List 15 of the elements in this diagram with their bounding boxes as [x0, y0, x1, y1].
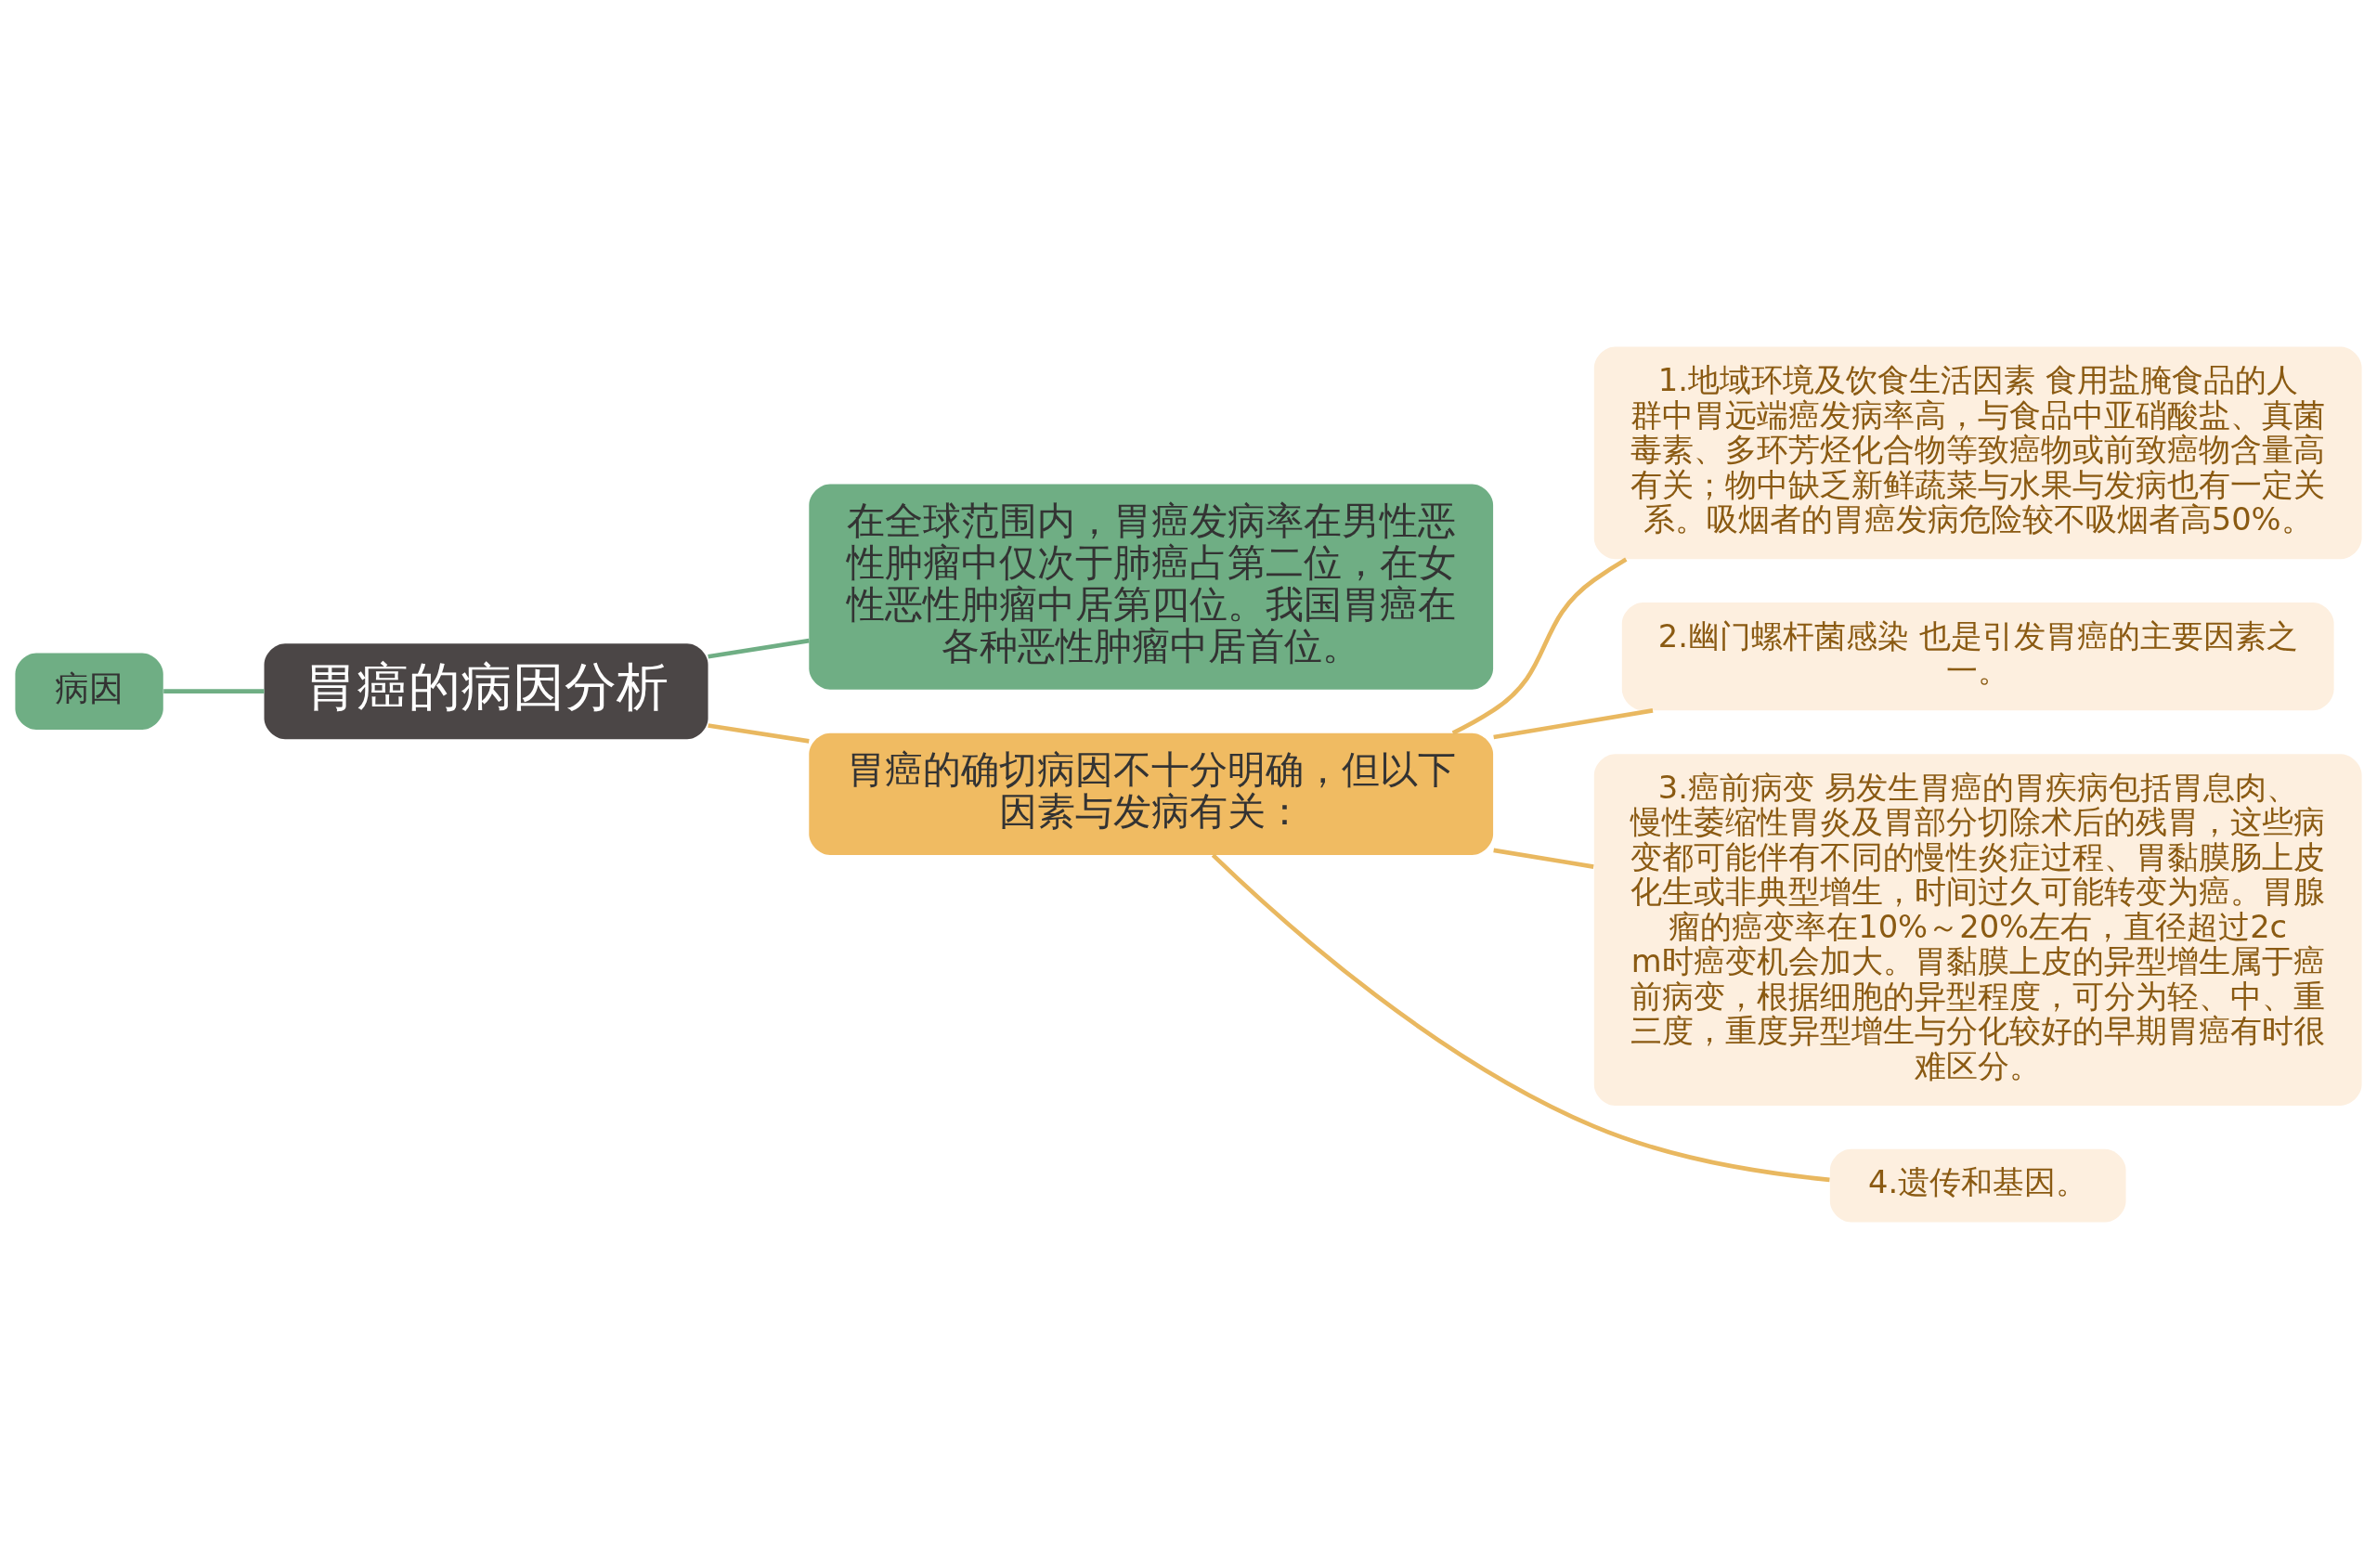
connector — [1451, 556, 1628, 735]
node-box: 病因 — [15, 652, 163, 730]
node-box: 3.癌前病变 易发生胃癌的胃疾病包括胃息肉、慢性萎缩性胃炎及胃部分切除术后的残胃，这些病变都可能伴有不同的慢性炎症过程、胃黏膜肠上皮化生或非典型增生，时间过久可能转变为癌。胃腺瘤的癌变率在10%～20%左右，直径超过2cm时癌变机会加大。胃黏膜上皮的异型增生属于癌前病变，根据细胞的异型程度，可分为轻、中、重三度，重度异型增生与分化较好的早期胃癌有时很难区分。 — [1593, 753, 2362, 1106]
node-box: 胃癌的病因分析 — [264, 642, 708, 739]
connector — [1493, 848, 1594, 869]
connector — [163, 688, 265, 693]
connector — [708, 638, 810, 659]
connector — [708, 722, 810, 744]
node-box: 4.遗传和基因。 — [1829, 1148, 2126, 1222]
node-box: 2.幽门螺杆菌感染 也是引发胃癌的主要因素之一。 — [1621, 602, 2334, 710]
connector — [1493, 707, 1654, 739]
connector — [1211, 852, 1830, 1182]
node-box: 1.地域环境及饮食生活因素 食用盐腌食品的人群中胃远端癌发病率高，与食品中亚硝酸盐、真菌毒素、多环芳烃化合物等致癌物或前致癌物含量高有关；物中缺乏新鲜蔬菜与水果与发病也有一定关系。吸烟者的胃癌发病危险较不吸烟者高50%。 — [1593, 346, 2362, 559]
node-box: 胃癌的确切病因不十分明确，但以下因素与发病有关： — [809, 732, 1494, 855]
node-box: 在全球范围内，胃癌发病率在男性恶性肿瘤中仅次于肺癌占第二位，在女性恶性肿瘤中居第四位。我国胃癌在各种恶性肿瘤中居首位。 — [809, 484, 1494, 690]
